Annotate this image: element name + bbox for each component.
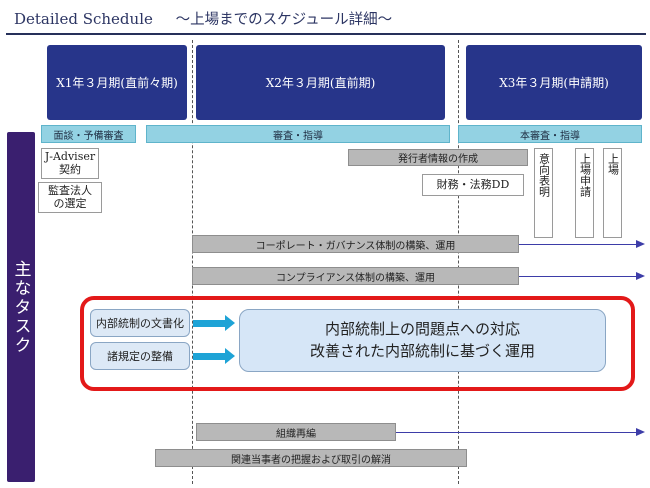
issuer-info-bar: 発行者情報の作成	[348, 149, 528, 166]
highlight-line2: 改善された内部統制に基づく運用	[309, 341, 535, 360]
governance-arrowhead	[636, 240, 645, 248]
title-rule	[6, 33, 646, 35]
j-adviser-line2: 契約	[59, 162, 81, 176]
title-en: Detailed Schedule	[14, 10, 153, 28]
phase-preliminary: 面談・予備審査	[41, 125, 136, 143]
listing-application-box: 上場申請	[575, 148, 594, 238]
auditor-line2: の選定	[53, 196, 87, 210]
rules-box: 諸規定の整備	[90, 342, 190, 370]
auditor-selection: 監査法人 の選定	[38, 182, 102, 213]
title-jp: ～上場までのスケジュール詳細～	[175, 12, 393, 28]
compliance-arrowhead	[636, 272, 645, 280]
sidebar-main-tasks: 主なタスク	[7, 132, 35, 482]
listing-box: 上場	[603, 148, 622, 238]
finance-legal-dd-box: 財務・法務DD	[422, 174, 524, 196]
page-title: Detailed Schedule ～上場までのスケジュール詳細～	[14, 8, 392, 29]
governance-arrow-line	[519, 244, 637, 245]
phase-review: 審査・指導	[146, 125, 450, 143]
period-x3: X3年３月期(申請期)	[466, 45, 642, 120]
period-x1: X1年３月期(直前々期)	[47, 45, 187, 120]
reorg-arrowhead	[636, 428, 645, 436]
reorg-bar: 組織再編	[196, 423, 396, 441]
separator-1	[192, 40, 193, 484]
separator-2	[458, 40, 459, 484]
j-adviser-line1: J-Adviser	[44, 149, 96, 163]
cyan-arrow-bottom	[193, 348, 235, 364]
auditor-line1: 監査法人	[48, 183, 92, 197]
intent-box: 意向表明	[534, 148, 553, 238]
governance-bar: コーポレート・ガバナンス体制の構築、運用	[192, 235, 519, 253]
compliance-bar: コンプライアンス体制の構築、運用	[192, 267, 519, 285]
internal-control-highlight	[80, 296, 635, 391]
j-adviser-contract: J-Adviser 契約	[41, 148, 99, 179]
internal-docs-box: 内部統制の文書化	[90, 309, 190, 337]
period-x2: X2年３月期(直前期)	[196, 45, 445, 120]
reorg-arrow-line	[396, 432, 637, 433]
related-party-bar: 関連当事者の把握および取引の解消	[155, 449, 467, 467]
highlight-line1: 内部統制上の問題点への対応	[324, 319, 520, 338]
cyan-arrow-top	[193, 315, 235, 331]
phase-main-review: 本審査・指導	[458, 125, 642, 143]
compliance-arrow-line	[519, 276, 637, 277]
internal-control-response-box: 内部統制上の問題点への対応 改善された内部統制に基づく運用	[239, 309, 606, 372]
